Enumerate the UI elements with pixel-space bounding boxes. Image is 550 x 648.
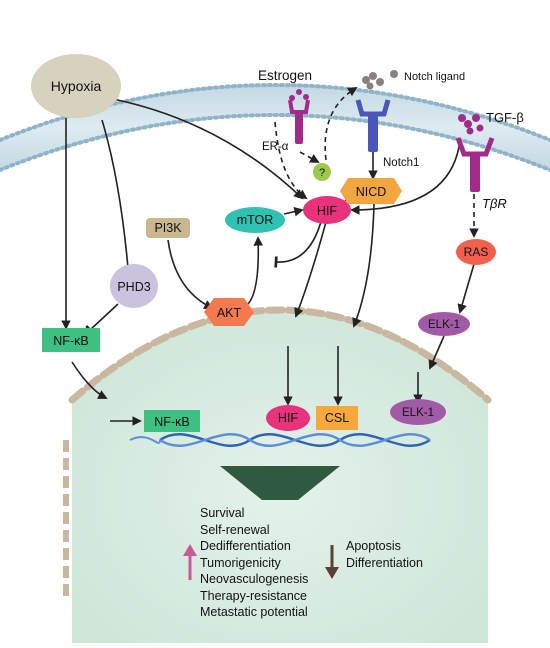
estrogen-label: Estrogen	[258, 68, 312, 83]
nicd-node	[340, 178, 402, 204]
outcome-up-item: Survival	[200, 506, 245, 520]
outcomes-up-list: Survival Self-renewal Dedifferentiation …	[200, 505, 308, 621]
hif-nuc-label: HIF	[278, 411, 299, 425]
pi3k-label: PI3K	[154, 221, 182, 235]
tgf-beta-label: TGF-β	[486, 110, 524, 125]
outcome-down-item: Differentiation	[346, 555, 423, 570]
tgf-beta-dots	[458, 114, 484, 135]
arrow-question-notch-ligand	[324, 86, 358, 161]
dna-helix	[129, 433, 431, 447]
up-arrow-icon	[183, 544, 197, 580]
tbr-label: TβR	[482, 196, 507, 211]
outcome-up-item: Therapy-resistance	[200, 588, 307, 603]
notch1-label: Notch1	[383, 157, 419, 169]
arrow-mtor-hif	[283, 206, 304, 217]
arrow-estrogen-hif	[274, 121, 308, 200]
nfkb-cyto-label: NF-κB	[53, 334, 88, 348]
tbr-receptor	[455, 137, 495, 192]
elk1-cyto-label: ELK-1	[428, 319, 460, 331]
elk1-nuc-node	[390, 399, 446, 425]
arrow-hif-nucleus	[294, 221, 327, 318]
akt-label: AKT	[217, 306, 242, 320]
outcome-up-item: Metastatic potential	[200, 605, 308, 619]
outcome-up-item: Dedifferentiation	[200, 539, 291, 553]
question-label: ?	[319, 167, 325, 179]
arrow-nicd-nucleus	[352, 203, 375, 328]
ras-label: RAS	[464, 245, 489, 259]
outcome-up-item: Neovasculogenesis	[200, 572, 309, 586]
csl-node	[316, 406, 358, 430]
elk1-cyto-node	[418, 312, 470, 336]
outcome-up-item: Self-renewal	[200, 522, 270, 537]
hif-cyto-node	[303, 196, 351, 224]
pi3k-node	[146, 218, 190, 238]
hif-nuc-node	[266, 405, 310, 431]
er-alpha-receptor	[288, 89, 310, 144]
hypoxia-label: Hypoxia	[51, 78, 102, 94]
arrow-pi3k-akt	[167, 239, 214, 309]
nfkb-nuc-node	[144, 410, 200, 432]
arrow-nfkb-nucleus	[71, 361, 108, 399]
arrow-hypoxia-hif	[107, 97, 304, 200]
mtor-label: mTOR	[237, 213, 274, 227]
arrow-akt-mtor	[247, 236, 264, 305]
ras-node	[456, 239, 496, 265]
outcome-funnel-arrow	[220, 466, 340, 500]
arrow-hif-mtor-inhibit	[274, 217, 323, 268]
phd3-node	[110, 264, 158, 308]
csl-label: CSL	[325, 411, 349, 425]
arrow-hypoxia-phd3-inhibit	[101, 119, 134, 270]
notch-ligand-label: Notch ligand	[404, 71, 465, 83]
akt-node	[204, 298, 254, 326]
nicd-label: NICD	[356, 185, 387, 199]
er-alpha-label: ER-α	[262, 141, 289, 153]
outcome-up-item: Tumorigenicity	[200, 555, 281, 570]
arrow-er-question	[299, 151, 320, 163]
arrow-ras-elk1	[457, 263, 475, 314]
nfkb-cyto-node	[42, 328, 100, 352]
notch1-receptor	[355, 99, 391, 152]
elk1-nuc-label: ELK-1	[402, 407, 434, 419]
arrow-phd3-nfkb-inhibit	[85, 303, 119, 336]
pathway-arrows	[61, 86, 479, 426]
arrow-elk1-nucleus	[428, 335, 445, 370]
outcome-down-item: Apoptosis	[346, 539, 401, 553]
hypoxia-node	[31, 54, 121, 118]
notch-ligand-dots	[362, 70, 398, 90]
down-arrow-icon	[325, 545, 339, 579]
question-node	[313, 163, 331, 181]
hif-cyto-label: HIF	[317, 204, 338, 218]
outcomes-down-list: Apoptosis Differentiation	[346, 538, 423, 571]
mtor-node	[225, 207, 285, 233]
phd3-label: PHD3	[117, 280, 150, 294]
nfkb-nuc-label: NF-κB	[154, 415, 189, 429]
